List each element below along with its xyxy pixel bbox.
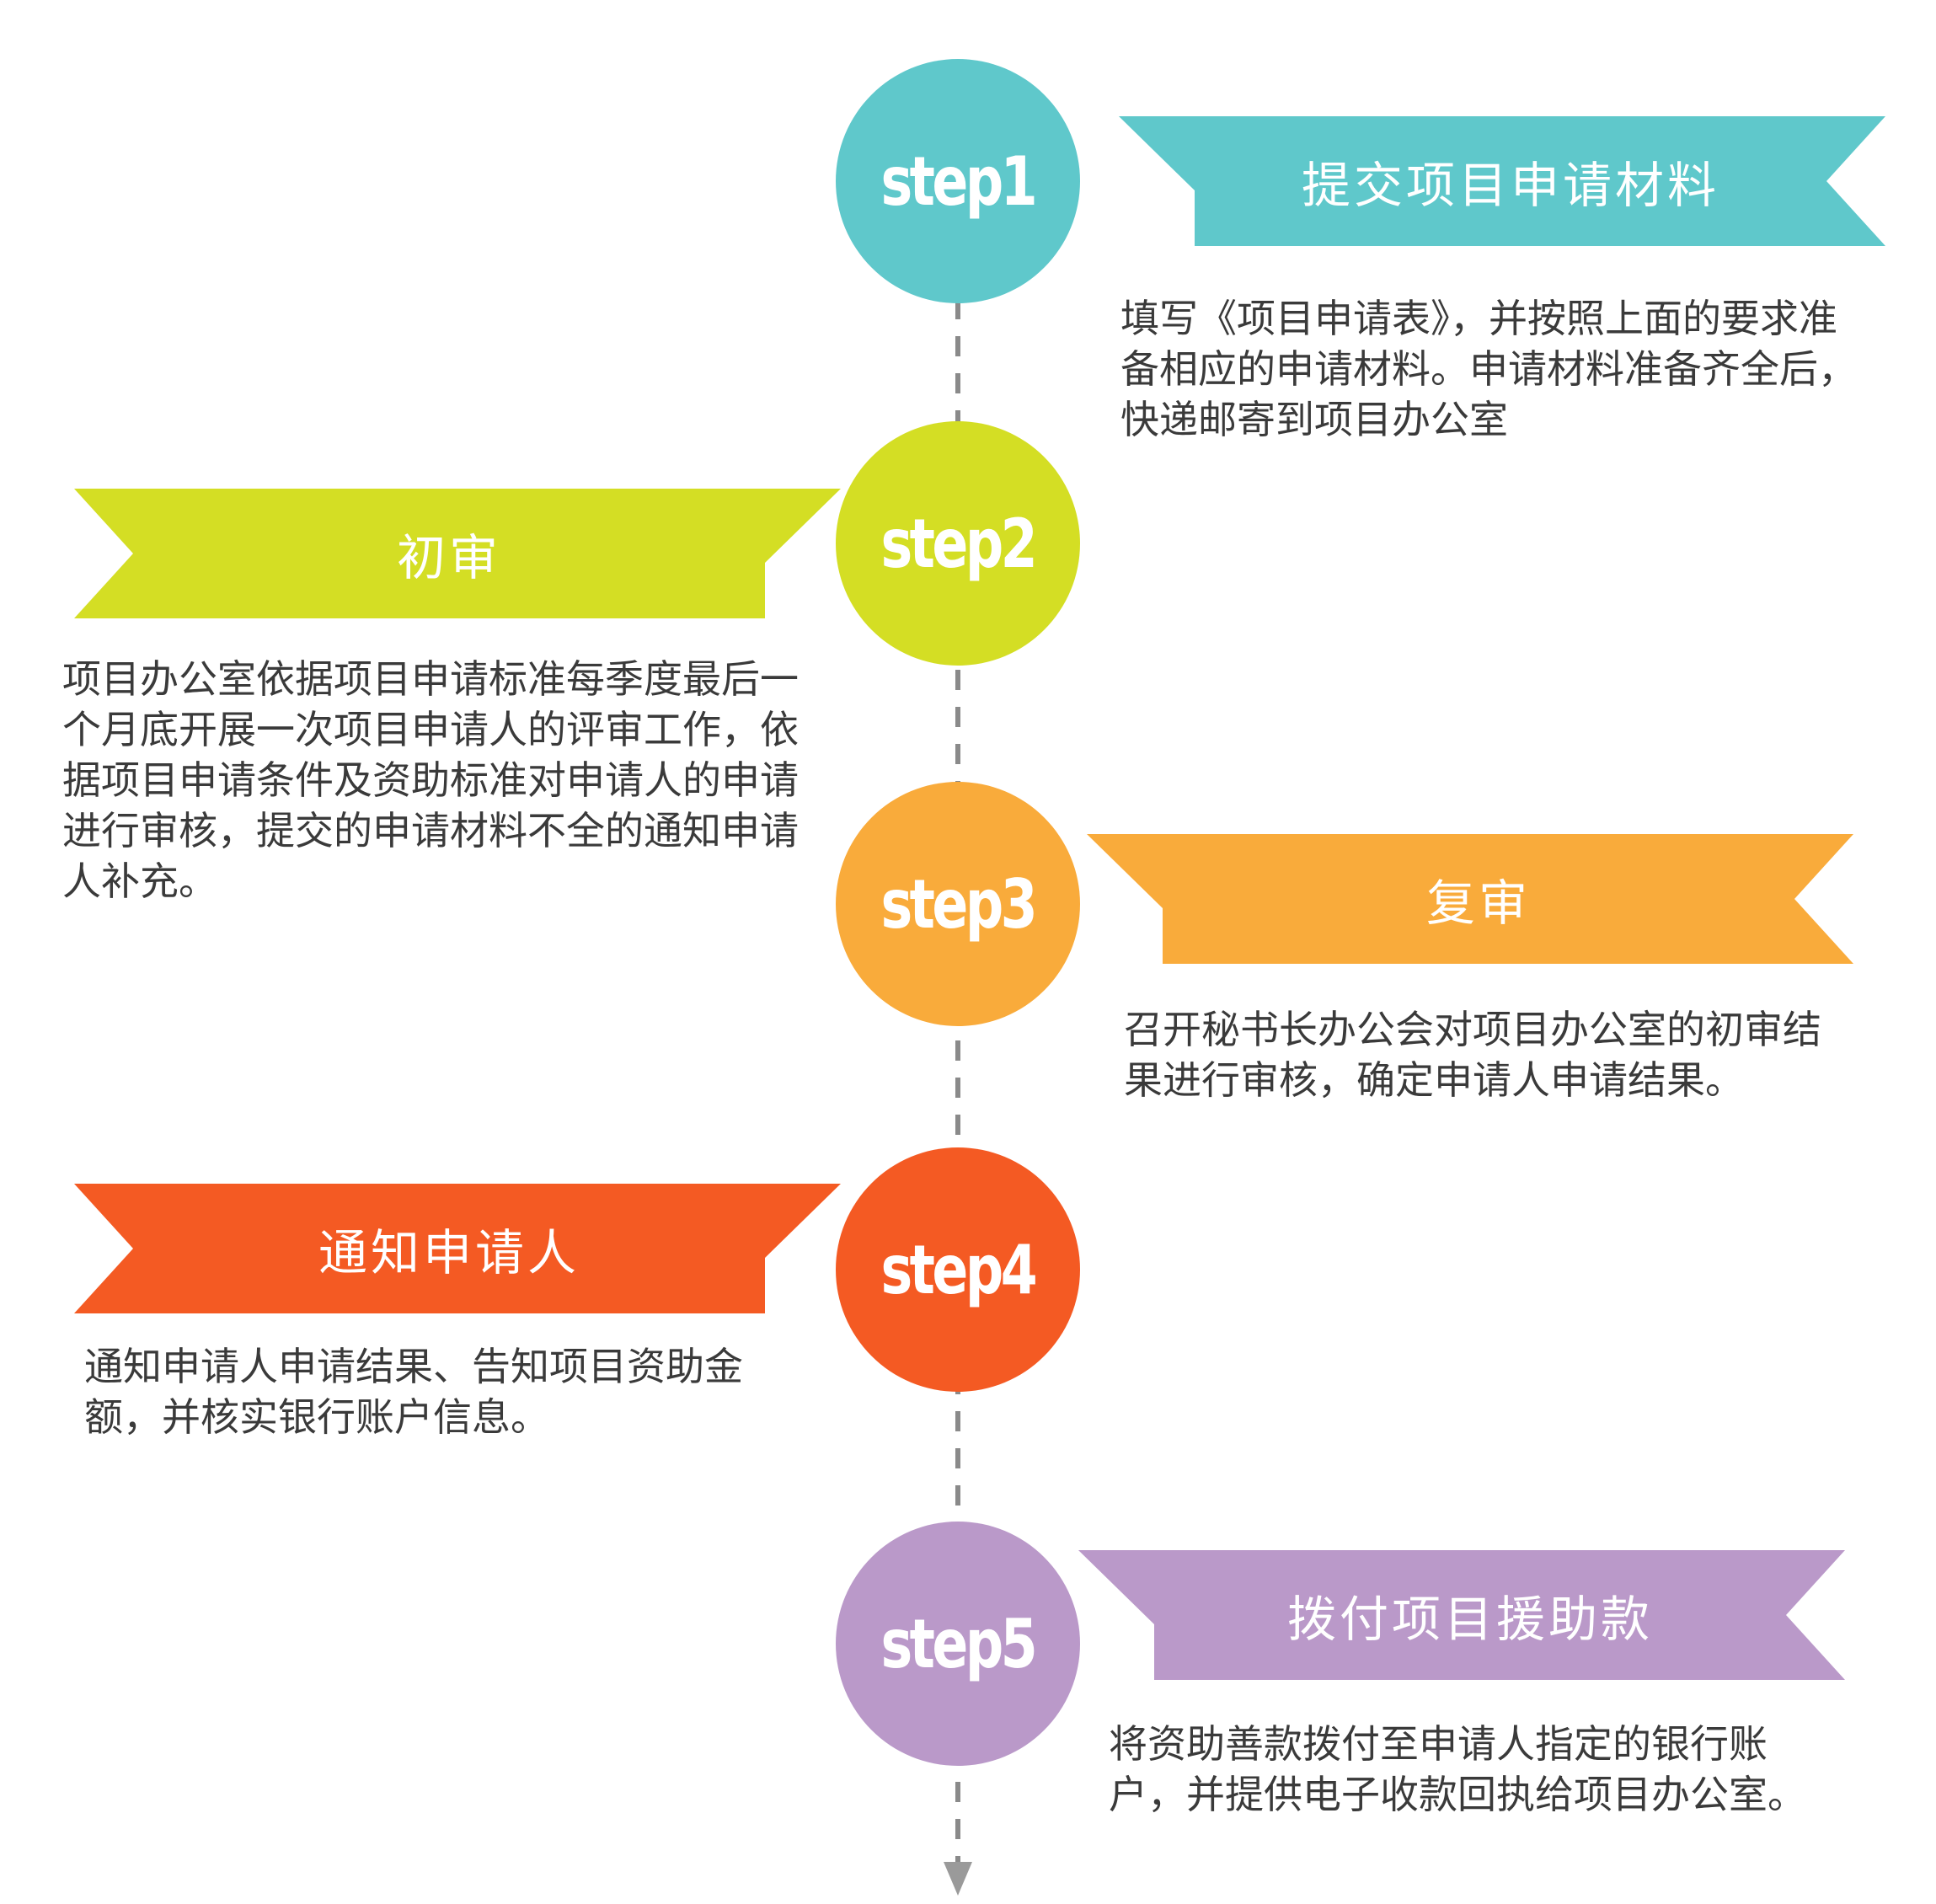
step4-description: 通知申请人申请结果、告知项目资助金额，并核实银行账户信息。 <box>84 1344 743 1440</box>
step4-title: 通知申请人 <box>318 1224 580 1281</box>
step5-circle: step5 <box>836 1522 1080 1766</box>
step2-ribbon: 初审 <box>74 489 841 618</box>
step3-ribbon-notch <box>1794 834 1853 964</box>
step1-ribbon-notch <box>1826 116 1885 246</box>
step3-badge: step3 <box>880 864 1038 944</box>
step4-ribbon-notch <box>74 1184 133 1313</box>
step3-description: 召开秘书长办公会对项目办公室的初审结果进行审核，确定申请人申请结果。 <box>1124 1007 1821 1103</box>
step2-circle: step2 <box>836 421 1080 666</box>
step1-ribbon-shape <box>1119 116 1885 246</box>
step2-ribbon-shape <box>74 489 841 618</box>
step5-ribbon: 拨付项目援助款 <box>1078 1550 1845 1680</box>
step5-title: 拨付项目援助款 <box>1286 1591 1653 1648</box>
step4-badge: step4 <box>880 1230 1038 1309</box>
step1-title: 提交项目申请材料 <box>1301 157 1719 214</box>
step1-description: 填写《项目申请表》，并按照上面的要求准备相应的申请材料。申请材料准备齐全后，快递… <box>1120 296 1857 442</box>
step5-description: 将资助善款拨付至申请人指定的银行账户，并提供电子收款回执给项目办公室。 <box>1109 1721 1806 1817</box>
step3-ribbon-shape <box>1087 834 1853 964</box>
step1-ribbon: 提交项目申请材料 <box>1119 116 1885 246</box>
step4-circle: step4 <box>836 1147 1080 1392</box>
step2-badge: step2 <box>880 504 1038 583</box>
step3-title: 复审 <box>1425 874 1531 932</box>
timeline-arrow-head <box>944 1862 972 1896</box>
step5-badge: step5 <box>880 1604 1038 1683</box>
step3-circle: step3 <box>836 782 1080 1026</box>
step5-ribbon-shape <box>1078 1550 1845 1680</box>
step1-badge: step1 <box>880 142 1038 221</box>
step2-ribbon-notch <box>74 489 133 618</box>
step2-description: 项目办公室依据项目申请标准每季度最后一个月底开展一次项目申请人的评审工作，依据项… <box>62 656 799 904</box>
step4-ribbon: 通知申请人 <box>74 1184 841 1313</box>
step4-ribbon-shape <box>74 1184 841 1313</box>
step3-ribbon: 复审 <box>1087 834 1853 964</box>
step2-title: 初审 <box>396 529 501 586</box>
step5-ribbon-notch <box>1786 1550 1845 1680</box>
step1-circle: step1 <box>836 59 1080 303</box>
